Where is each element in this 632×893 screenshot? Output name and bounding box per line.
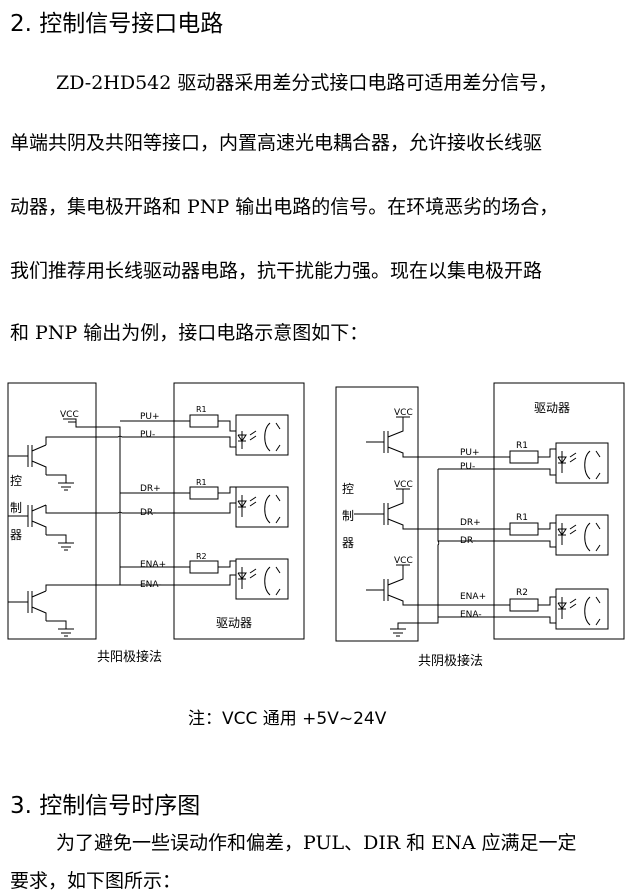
signal-label: DR- [140,508,156,518]
controller-label-char: 制 [10,501,22,515]
paragraph-line: 单端共阴及共阳等接口，内置高速光电耦合器，允许接收长线驱 [10,132,543,154]
paragraph-line: ZD-2HD542 驱动器采用差分式接口电路可适用差分信号， [56,72,558,94]
signal-label: ENA- [460,610,482,620]
vcc-label: VCC [394,480,413,490]
signal-label: PU+ [140,412,160,422]
resistor-label: R1 [196,405,207,414]
signal-label: ENA+ [460,592,486,602]
paragraph-line: 动器，集电极开路和 PNP 输出电路的信号。在环境恶劣的场合， [10,196,559,218]
optocoupler-icon [235,414,289,456]
vcc-label: VCC [394,408,413,418]
driver-box [493,382,625,640]
controller-label-char: 制 [342,509,354,523]
diagram-caption: 共阴极接法 [418,653,483,669]
controller-label-char: 控 [342,482,354,496]
signal-label: PU- [460,462,475,472]
signal-label: DR+ [140,484,161,494]
signal-label: ENA- [140,580,162,590]
resistor-label: R1 [516,441,528,451]
controller-label-char: 控 [10,474,22,488]
driver-label: 驱动器 [534,401,570,415]
signal-label: DR- [460,536,476,546]
common-anode-circuit-diagram: VCC 控 制 器 PU+ PU- DR+ DR- ENA+ ENA- R1 R… [7,382,305,665]
optocoupler-icon [555,588,609,630]
resistor-label: R2 [516,588,528,598]
paragraph-line: 和 PNP 输出为例，接口电路示意图如下： [10,322,369,344]
controller-label-char: 器 [342,536,354,550]
controller-box [7,382,97,640]
diagram-caption: 共阳极接法 [97,649,162,665]
signal-label: DR+ [460,518,481,528]
section-3-heading: 3. 控制信号时序图 [10,793,201,819]
vcc-label: VCC [394,556,413,566]
paragraph-line: 为了避免一些误动作和偏差，PUL、DIR 和 ENA 应满足一定 [56,832,577,854]
vcc-label: VCC [60,410,79,420]
section-2-heading: 2. 控制信号接口电路 [10,11,224,37]
signal-label: ENA+ [140,560,166,570]
optocoupler-icon [555,442,609,484]
signal-label: PU+ [460,448,480,458]
optocoupler-icon [235,558,289,600]
signal-label: PU- [140,430,155,440]
controller-label-char: 器 [10,528,22,542]
resistor-label: R1 [196,478,207,487]
optocoupler-icon [235,486,289,528]
vcc-note: 注：VCC 通用 +5V~24V [188,709,387,729]
controller-box [335,386,419,642]
paragraph-line: 要求，如下图所示： [10,870,182,892]
resistor-label: R1 [516,513,528,523]
common-cathode-circuit-diagram: VCC VCC VCC 控 制 器 PU+ PU- DR+ DR- ENA+ E… [335,382,625,669]
driver-box [173,382,305,640]
driver-label: 驱动器 [216,616,252,630]
optocoupler-icon [555,514,609,556]
paragraph-line: 我们推荐用长线驱动器电路，抗干扰能力强。现在以集电极开路 [10,260,543,282]
resistor-label: R2 [196,552,207,561]
